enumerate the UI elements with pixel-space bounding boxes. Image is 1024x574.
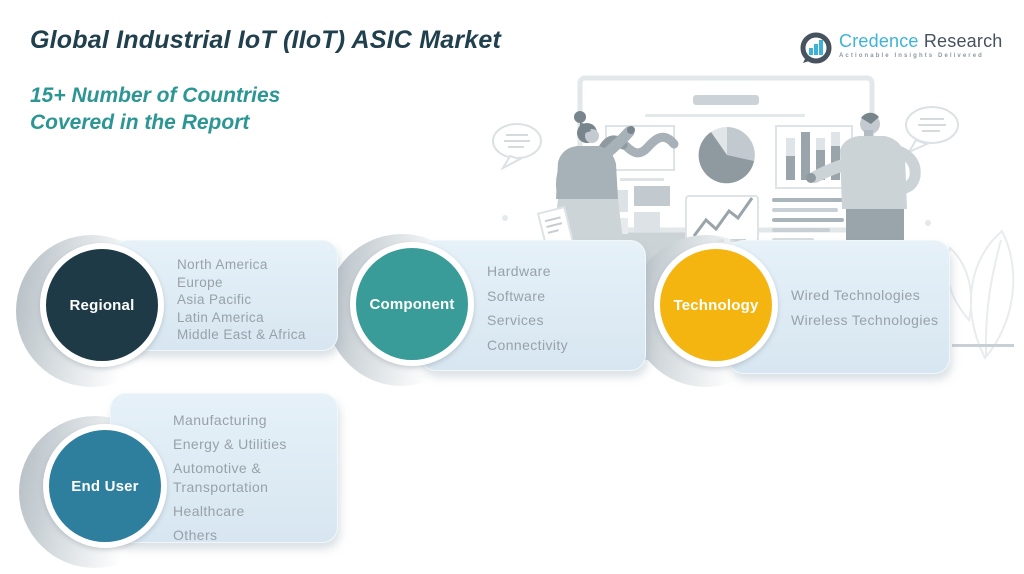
list-item: Connectivity — [487, 336, 569, 353]
text-lines — [772, 198, 844, 242]
component-badge-label: Component — [369, 295, 455, 313]
list-item: Healthcare — [173, 503, 245, 519]
technology-badge-label: Technology — [673, 296, 759, 314]
logo-brand-primary: Credence — [839, 31, 919, 51]
list-item: Europe — [177, 274, 223, 290]
logo-tagline: Actionable Insights Delivered — [839, 53, 984, 59]
subtitle-line2: Covered in the Report — [30, 111, 250, 134]
list-item: Software — [487, 287, 546, 304]
leaf-decoration — [502, 215, 1015, 360]
list-item: Automotive & Transportation — [173, 460, 269, 495]
speech-bubble-left-icon — [492, 123, 542, 171]
subtitle-line1: 15+ Number of Countries — [30, 84, 281, 107]
regional-badge: Regional — [40, 243, 164, 367]
regional-badge-label: Regional — [69, 296, 135, 314]
logo-wordmark: Credence Research — [839, 31, 1003, 51]
technology-badge: Technology — [654, 243, 778, 367]
pie-chart-icon — [698, 127, 755, 184]
list-item: Services — [487, 312, 544, 328]
list-item: Energy & Utilities — [173, 436, 287, 452]
page-title: Global Industrial IoT (IIoT) ASIC Market — [30, 26, 501, 54]
list-item: Hardware — [487, 263, 551, 279]
logo-brand-secondary: Research — [923, 31, 1003, 51]
list-item: Asia Pacific — [177, 292, 252, 307]
list-item: Middle East & Africa — [177, 327, 306, 342]
list-item: Latin America — [177, 309, 264, 325]
brand-logo: Credence Research Actionable Insights De… — [798, 31, 1003, 67]
list-item: Others — [173, 527, 218, 543]
subtitle: 15+ Number of Countries Covered in the R… — [30, 82, 280, 136]
bar-chart-logo-icon — [800, 32, 832, 64]
logo-text: Credence Research Actionable Insights De… — [839, 31, 1003, 59]
list-item: North America — [177, 257, 268, 272]
speech-bubble-right-icon — [905, 106, 959, 155]
end-user-badge-label: End User — [71, 477, 139, 495]
technology-items-panel: Wired Technologies Wireless Technologies — [728, 240, 950, 374]
end-user-badge: End User — [43, 424, 167, 548]
component-badge: Component — [350, 242, 474, 366]
list-item: Manufacturing — [173, 412, 267, 428]
list-item: Wired Technologies — [791, 287, 921, 303]
list-item: Wireless Technologies — [791, 312, 939, 328]
